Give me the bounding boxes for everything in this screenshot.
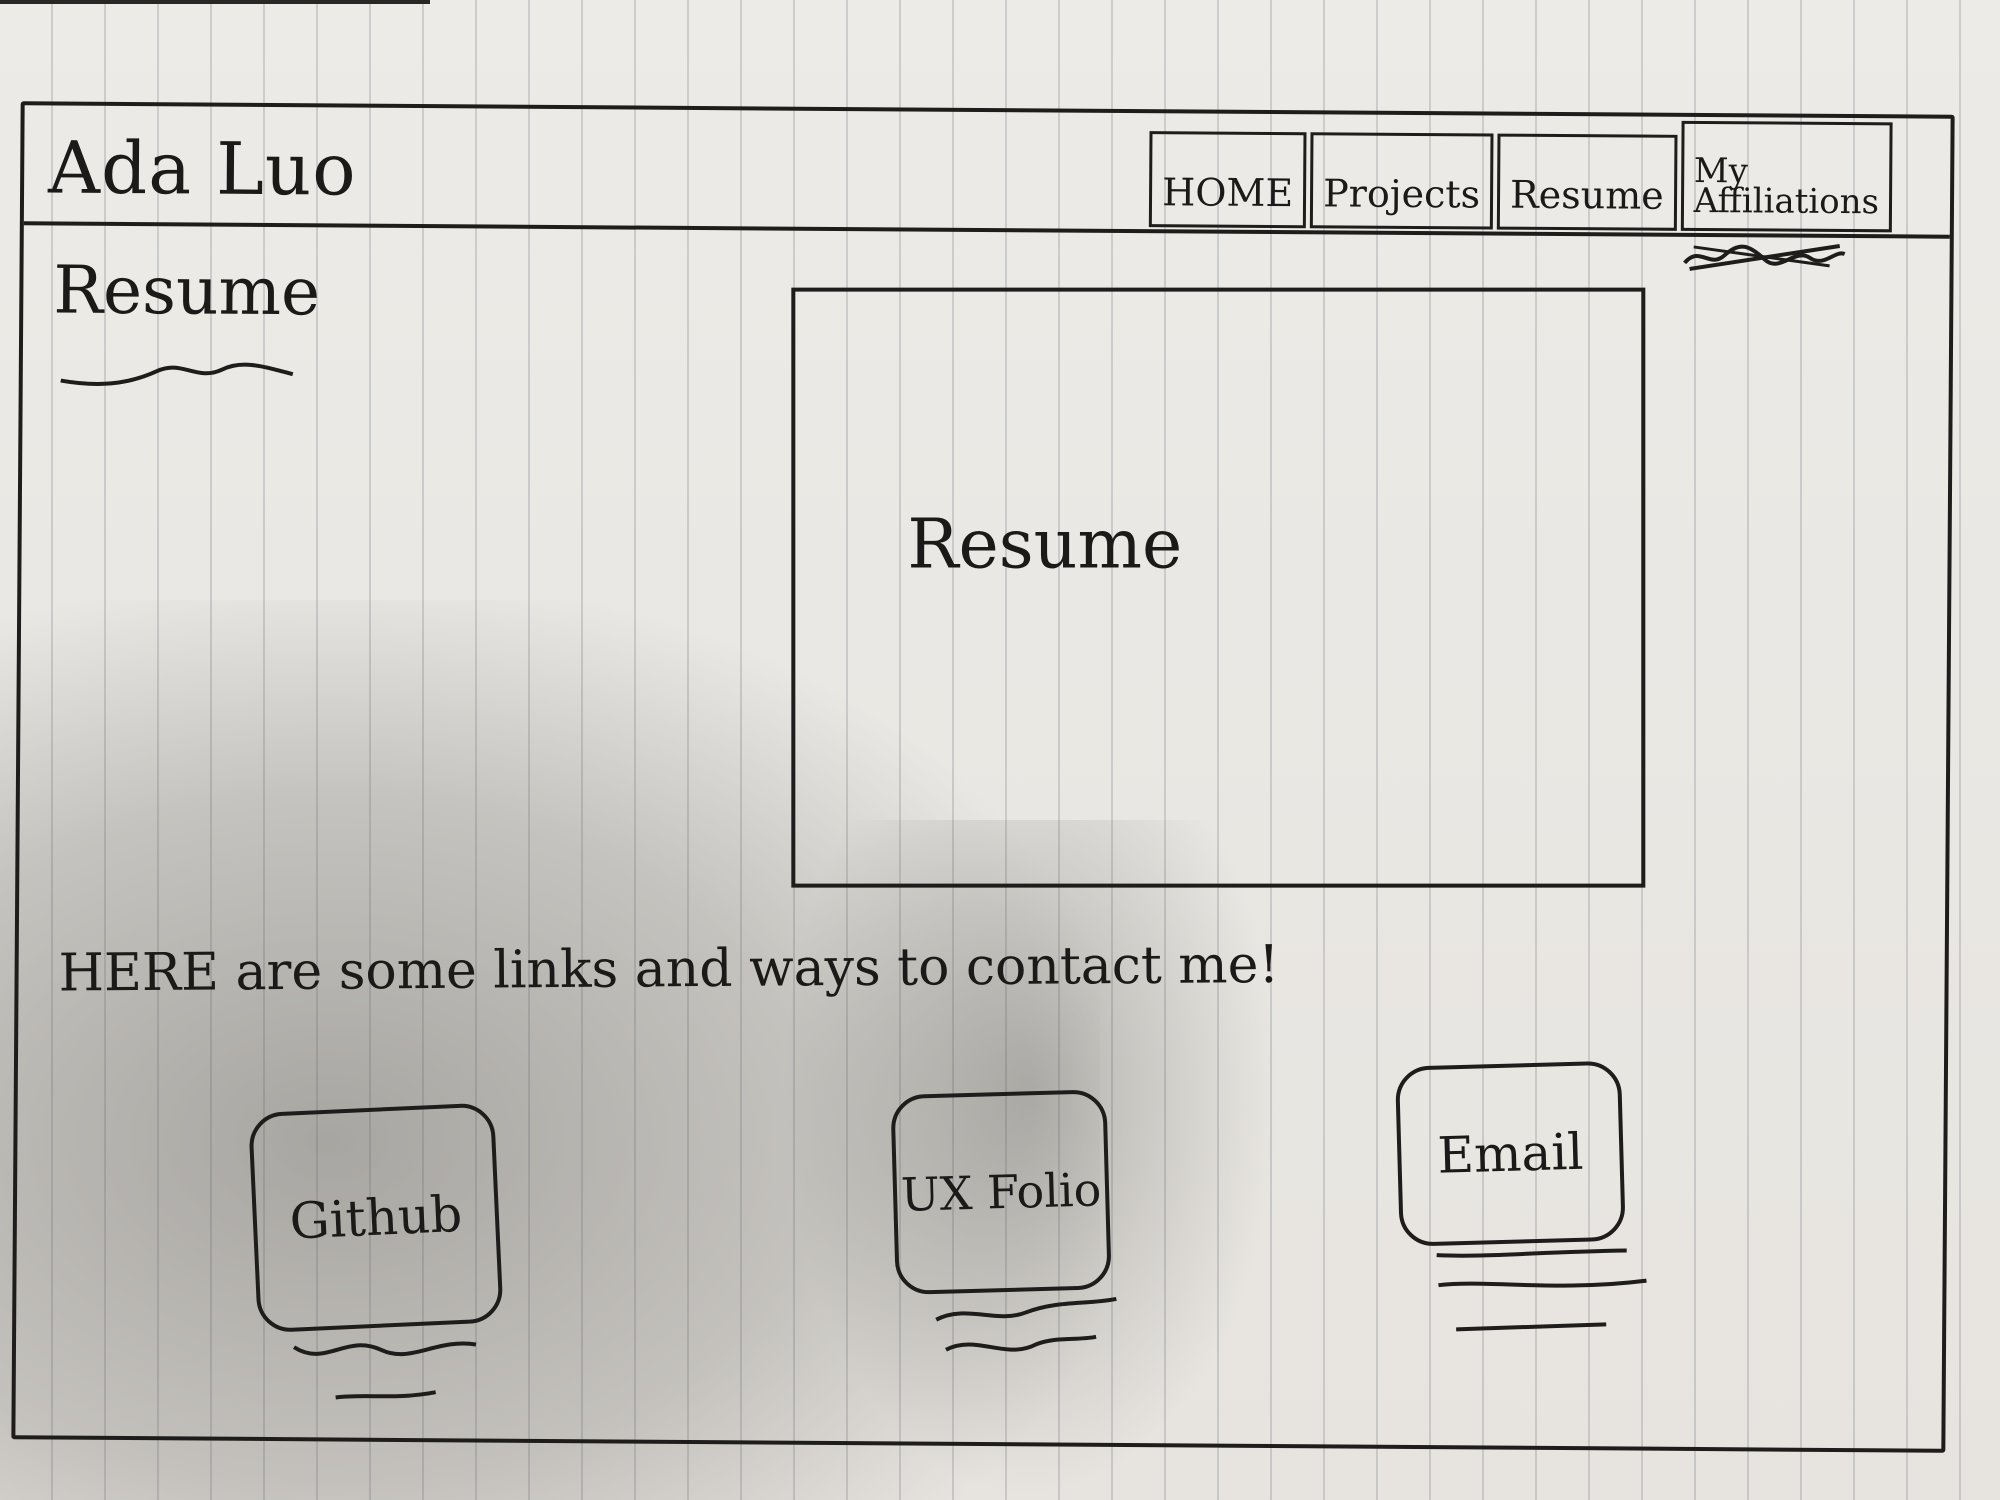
uxfolio-link-label: UX Folio: [900, 1162, 1102, 1222]
nav-bar: HOME Projects Resume My Affiliations: [1145, 117, 1893, 233]
nav-tab-projects-label: Projects: [1323, 171, 1481, 217]
github-caption-squiggle: [292, 1341, 477, 1400]
nav-tab-affiliations[interactable]: My Affiliations: [1680, 120, 1893, 233]
nav-tab-home[interactable]: HOME: [1148, 131, 1307, 229]
uxfolio-link-button[interactable]: UX Folio: [890, 1089, 1112, 1296]
resume-embed[interactable]: Resume: [791, 287, 1646, 888]
nav-tab-projects[interactable]: Projects: [1309, 132, 1494, 230]
page-title: Resume: [53, 251, 321, 331]
contact-text: HERE are some links and ways to contact …: [58, 935, 1280, 1004]
site-name[interactable]: Ada Luo: [47, 125, 357, 212]
nav-tab-home-label: HOME: [1162, 170, 1294, 216]
site-header: Ada Luo HOME Projects Resume My Affiliat…: [23, 105, 1951, 271]
placeholder-text-squiggle: [60, 362, 294, 386]
uxfolio-caption-squiggle: [935, 1296, 1117, 1352]
resume-embed-label: Resume: [907, 505, 1183, 585]
crossed-out-scribble: [1683, 243, 1846, 271]
previous-sketch-edge: [0, 0, 430, 4]
github-link-button[interactable]: Github: [248, 1102, 504, 1334]
email-link-label: Email: [1436, 1122, 1585, 1185]
email-link-button[interactable]: Email: [1394, 1060, 1626, 1247]
hand-shadow: [0, 600, 1100, 1500]
nav-tab-affiliations-label-line2: Affiliations: [1693, 180, 1880, 223]
nav-tab-resume[interactable]: Resume: [1496, 133, 1678, 231]
github-link-label: Github: [288, 1184, 464, 1251]
browser-window-sketch: Ada Luo HOME Projects Resume My Affiliat…: [11, 101, 1955, 1453]
email-caption-squiggle: [1436, 1248, 1647, 1332]
nav-tab-resume-label: Resume: [1509, 172, 1664, 218]
hand-shadow-secondary: [780, 820, 1280, 1500]
